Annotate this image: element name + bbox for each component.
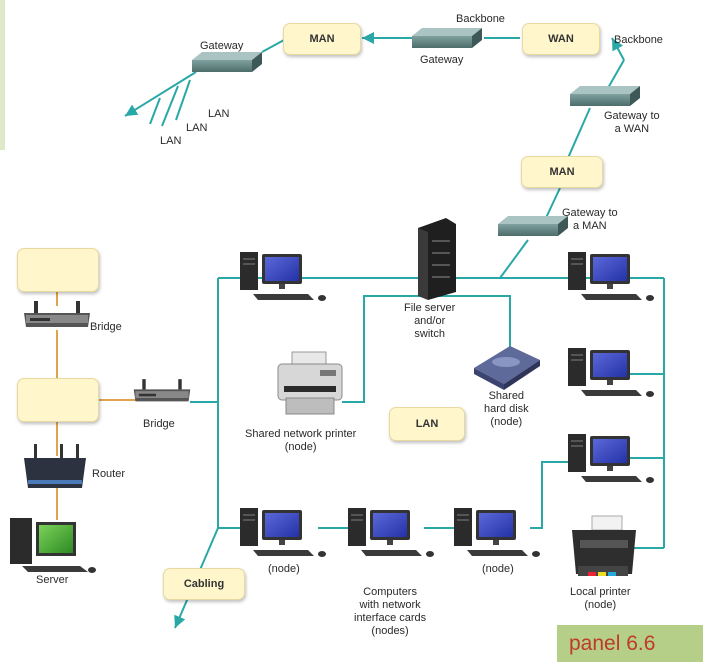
man-box-mid: MAN: [521, 156, 603, 188]
bridge-label-mid: Bridge: [143, 418, 175, 430]
bridge-label-left: Bridge: [90, 321, 122, 333]
shared-disk-label: Shared hard disk (node): [484, 390, 529, 428]
gateway-icon-wan: [570, 86, 640, 106]
node-label-a: (node): [268, 563, 300, 575]
gateway-to-wan-label: Gateway to a WAN: [604, 110, 660, 135]
gateway-to-man-label: Gateway to a MAN: [562, 207, 618, 232]
computer-icon-bottom-3: [454, 508, 540, 557]
file-server-icon: [418, 218, 456, 300]
gateway-label-top-left: Gateway: [200, 40, 244, 52]
lan-label-2: LAN: [186, 122, 208, 134]
local-printer-label: Local printer (node): [570, 586, 631, 611]
cabling-box: Cabling: [163, 568, 245, 600]
man-box-top: MAN: [283, 23, 361, 55]
gateway-icon-man: [498, 216, 568, 236]
server-label: Server: [36, 574, 69, 586]
backbone-label-top: Backbone: [456, 13, 505, 25]
server-computer-icon: [10, 518, 96, 573]
node-label-b: (node): [482, 563, 514, 575]
gateway-icon-top-left: [192, 52, 262, 72]
lan-label-1: LAN: [208, 108, 230, 120]
lan-label-3: LAN: [160, 135, 182, 147]
computers-label: Computers with network interface cards (…: [354, 586, 427, 637]
file-server-label: File server and/or switch: [404, 302, 456, 340]
network-box-upper: [17, 248, 99, 292]
shared-printer-label: Shared network printer (node): [245, 428, 357, 453]
panel-caption: panel 6.6: [557, 625, 703, 662]
shared-hard-disk-icon: [474, 346, 540, 390]
computer-icon-bottom-2: [348, 508, 434, 557]
router-label: Router: [92, 468, 126, 480]
lan-box: LAN: [389, 407, 465, 441]
server-side-links: [56, 290, 140, 520]
backbone-label-right: Backbone: [614, 34, 663, 46]
left-margin-bar: [0, 0, 5, 150]
wan-box: WAN: [522, 23, 600, 55]
wan-man-links: [124, 32, 625, 279]
local-printer-icon: [572, 515, 636, 576]
computer-icon-top-left: [240, 252, 326, 301]
bridge-icon-mid: [133, 379, 191, 402]
network-box-lower: [17, 378, 99, 422]
shared-printer-icon: [277, 351, 343, 415]
gateway-icon-top-mid: [412, 28, 482, 48]
computer-icon-right-2: [568, 348, 654, 397]
computer-icon-right-1: [568, 252, 654, 301]
computer-icon-bottom-1: [240, 508, 326, 557]
router-icon: [24, 444, 86, 488]
gateway-label-top-mid: Gateway: [420, 54, 464, 66]
